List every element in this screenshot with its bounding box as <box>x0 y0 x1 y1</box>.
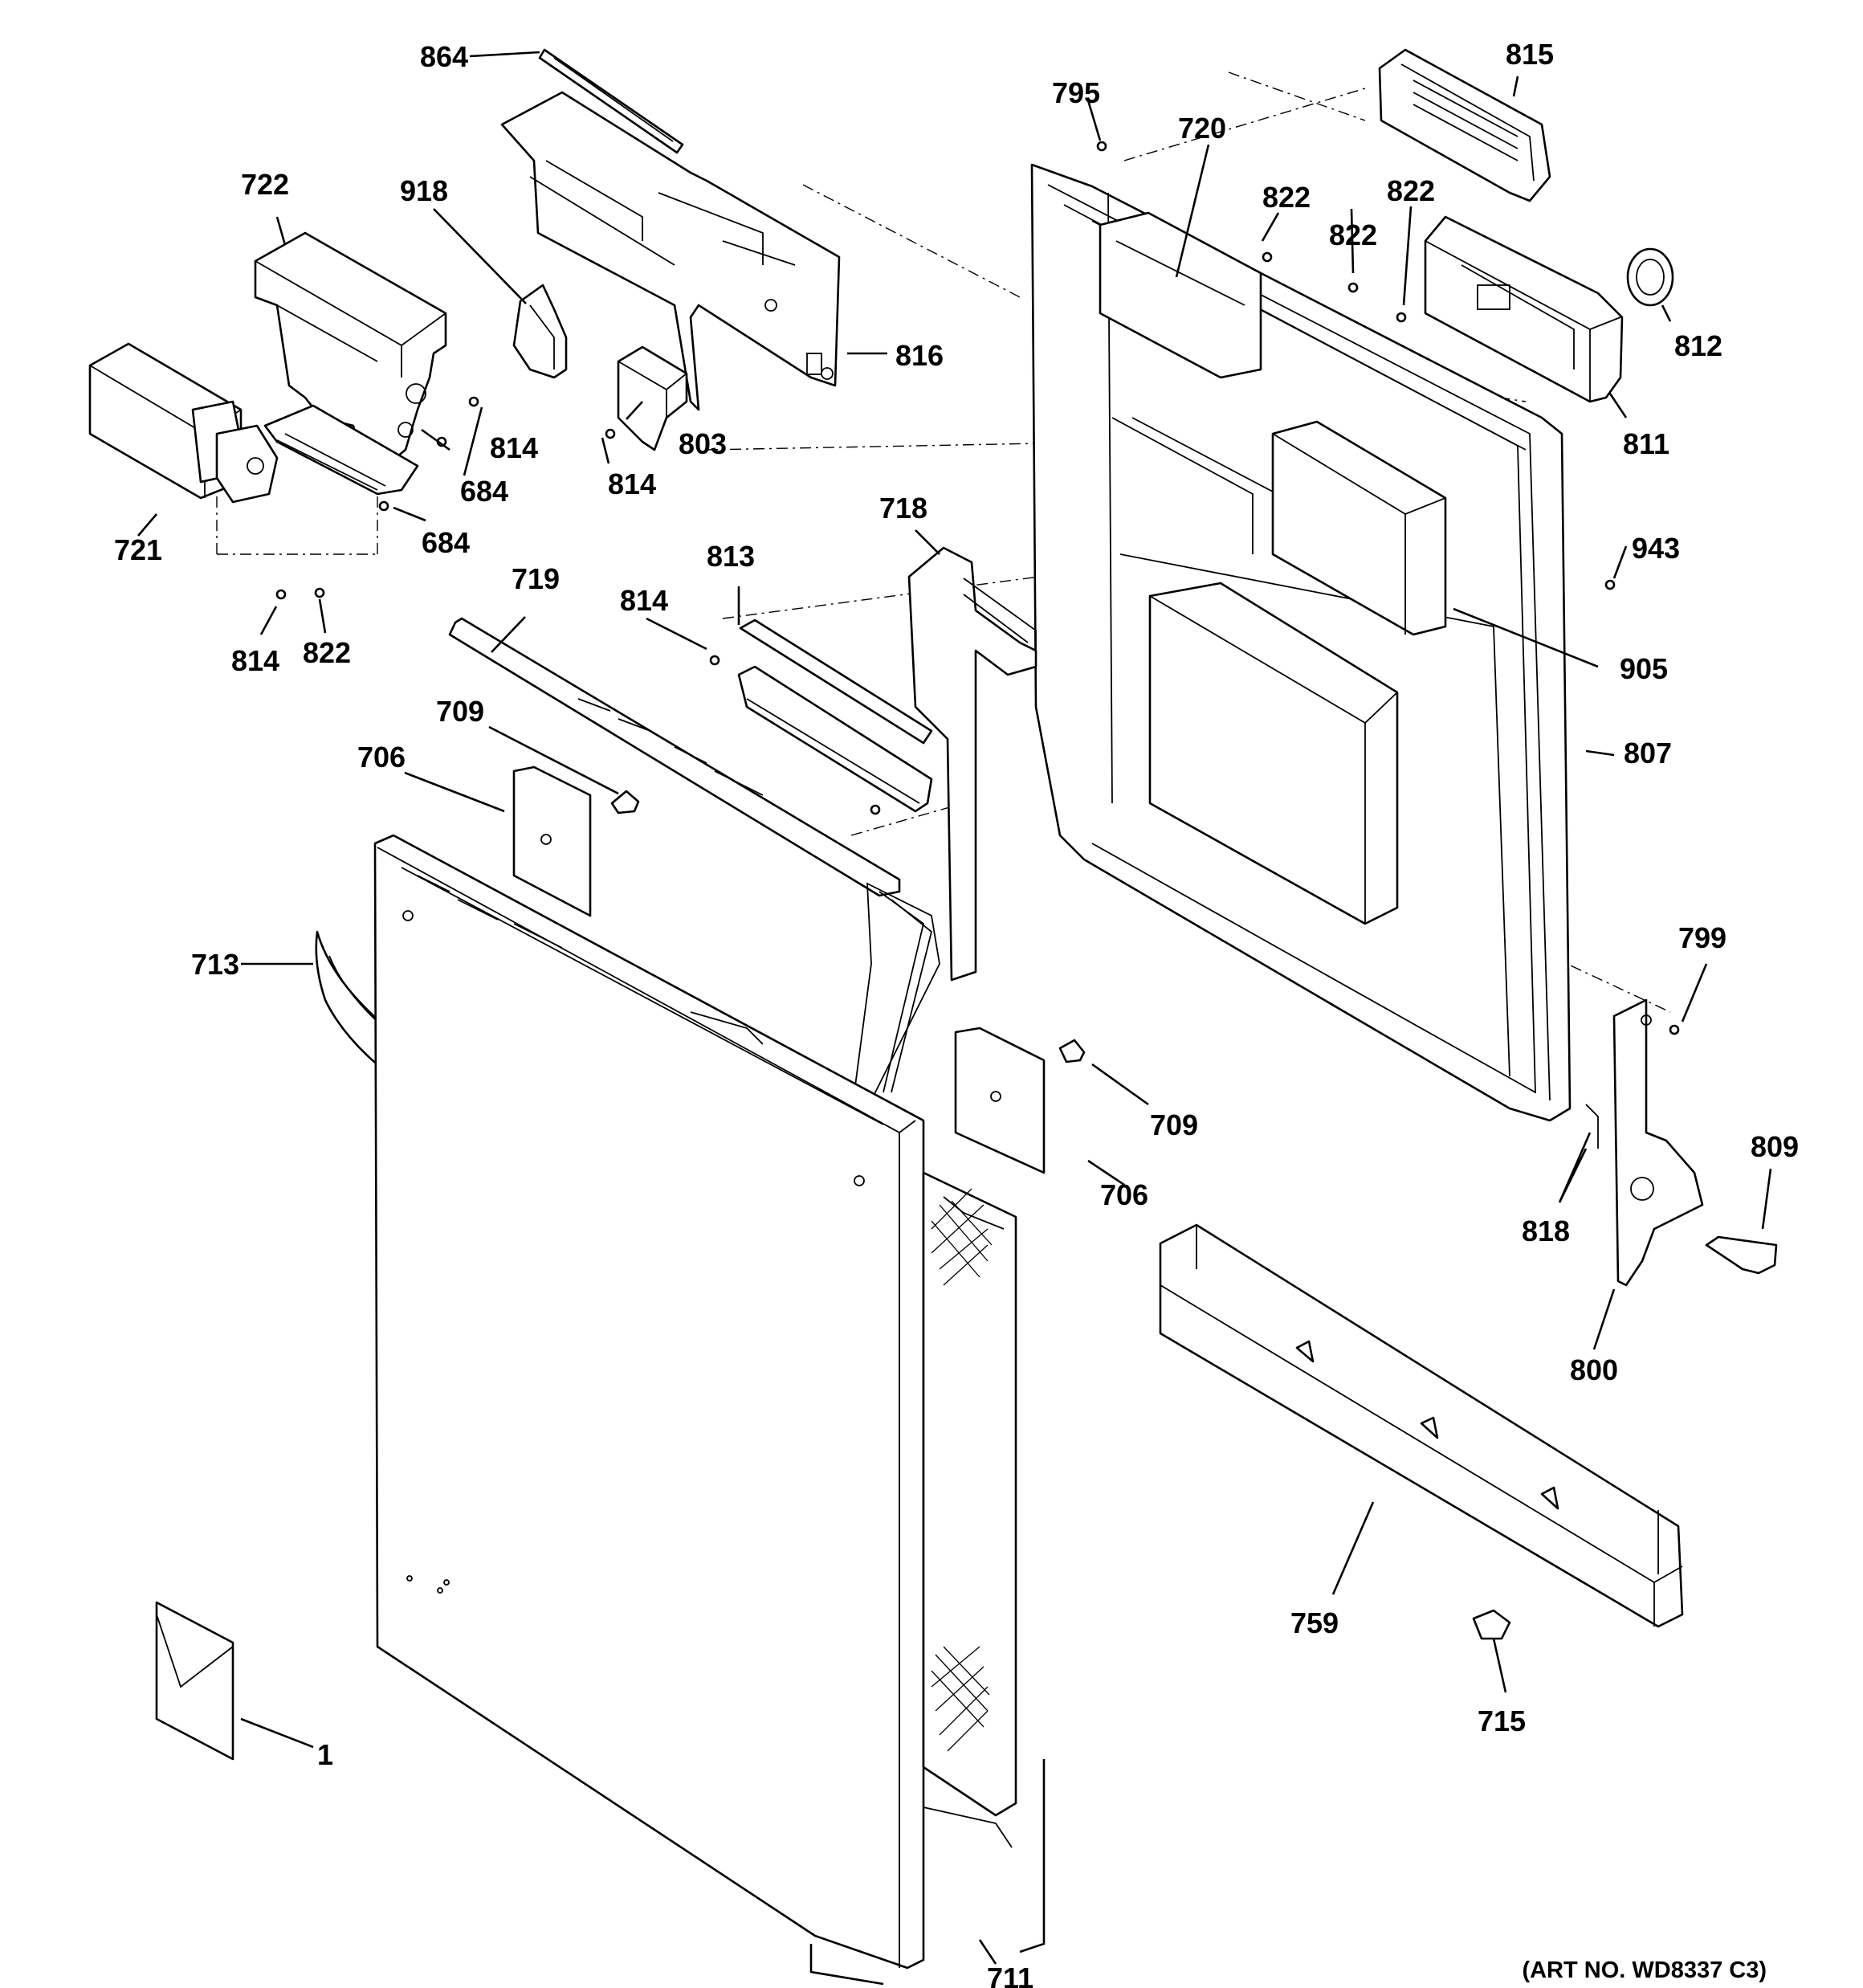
part-1-literature <box>155 1601 234 1761</box>
part-718-gasket <box>907 546 1037 982</box>
part-812-cap <box>1626 247 1674 307</box>
callout-918: 918 <box>400 174 448 207</box>
callout-709-right: 709 <box>1150 1108 1198 1141</box>
screws <box>275 141 1778 1640</box>
part-807-inner-door <box>1030 163 1572 1122</box>
callout-713: 713 <box>191 948 239 981</box>
callout-711: 711 <box>987 1961 1033 1988</box>
part-815-vent <box>1378 48 1551 202</box>
callout-1: 1 <box>317 1738 333 1771</box>
callout-822-a: 822 <box>1262 181 1311 214</box>
callout-684-upper: 684 <box>460 475 508 508</box>
callout-759: 759 <box>1290 1606 1339 1639</box>
callout-709-left: 709 <box>436 695 484 728</box>
callout-812: 812 <box>1674 329 1722 362</box>
callout-813: 813 <box>707 540 755 573</box>
callout-718: 718 <box>879 492 927 525</box>
callout-715: 715 <box>1478 1704 1526 1737</box>
part-864-strip <box>538 48 684 154</box>
callout-818: 818 <box>1522 1214 1570 1247</box>
part-800-hinge <box>1585 998 1704 1287</box>
callout-719: 719 <box>512 562 560 595</box>
callout-684-lower: 684 <box>422 526 470 559</box>
part-816-bracket <box>500 91 841 411</box>
callout-721: 721 <box>114 533 162 566</box>
part-719-board <box>448 617 940 1118</box>
part-918 <box>512 284 568 379</box>
part-722-base <box>263 404 419 496</box>
leader-lines <box>137 51 1772 1965</box>
callout-814-mid: 814 <box>608 467 656 500</box>
callout-795: 795 <box>1052 76 1100 109</box>
part-711-door-panel <box>373 834 1046 1986</box>
part-803-switch <box>617 345 688 451</box>
callout-816: 816 <box>895 339 944 372</box>
callout-815: 815 <box>1506 38 1554 71</box>
callout-803: 803 <box>679 427 727 460</box>
callout-720: 720 <box>1178 112 1226 145</box>
callout-809: 809 <box>1751 1130 1799 1163</box>
callout-822-left: 822 <box>303 636 351 669</box>
callout-943: 943 <box>1632 532 1680 565</box>
part-813-bracket <box>737 618 933 813</box>
callout-814-left: 814 <box>231 644 279 677</box>
callout-905: 905 <box>1620 652 1668 685</box>
part-811-dispenser <box>1424 215 1624 403</box>
callout-labels: 864 722 918 816 721 684 684 814 814 814 … <box>114 38 1799 1988</box>
art-number: (ART NO. WD8337 C3) <box>1522 1957 1767 1983</box>
callout-822-b: 822 <box>1329 218 1377 251</box>
callout-811: 811 <box>1623 427 1669 460</box>
callout-800: 800 <box>1570 1353 1618 1386</box>
callout-864: 864 <box>420 40 468 73</box>
callout-814-center: 814 <box>620 584 668 617</box>
callout-706-right: 706 <box>1100 1178 1148 1211</box>
part-759-toe-kick <box>1159 1223 1684 1628</box>
callout-722: 722 <box>241 168 289 201</box>
callout-822-c: 822 <box>1387 174 1435 207</box>
callout-706-left: 706 <box>357 741 406 774</box>
callout-799: 799 <box>1678 921 1726 954</box>
part-721-solenoid <box>88 342 279 504</box>
callout-814-top: 814 <box>490 431 538 464</box>
callout-807: 807 <box>1624 737 1672 769</box>
part-706-shields <box>512 765 1046 1174</box>
